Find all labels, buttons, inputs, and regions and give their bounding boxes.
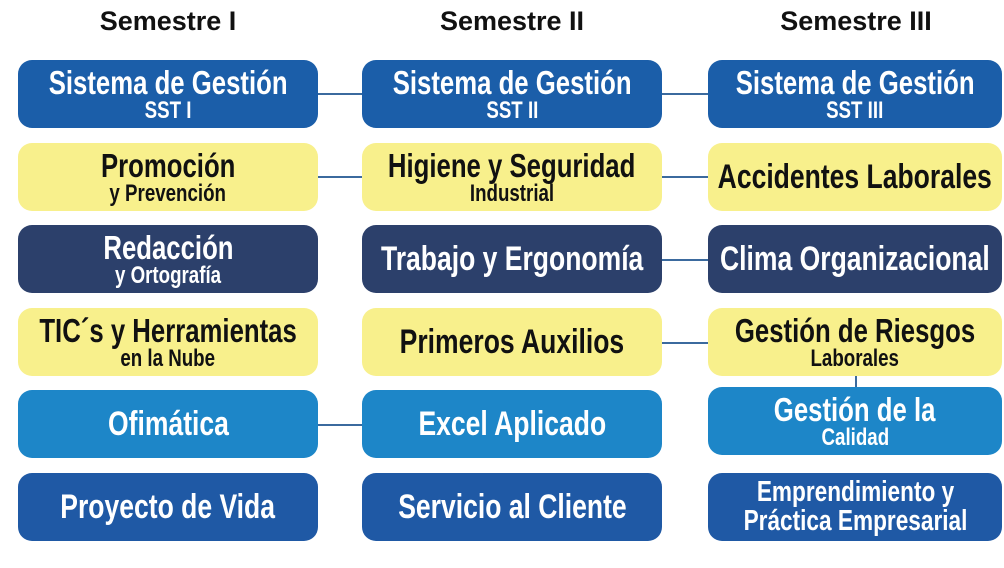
course-title: Proyecto de Vida	[60, 488, 276, 526]
connector	[318, 176, 362, 178]
course-servicio-cliente: Servicio al Cliente	[362, 473, 662, 541]
course-title: TIC´s y Herramientas	[39, 311, 297, 349]
course-proyecto-vida: Proyecto de Vida	[18, 473, 318, 541]
connector	[662, 259, 708, 261]
header-semestre-1: Semestre I	[99, 6, 237, 36]
course-title: Sistema de Gestión	[735, 63, 975, 101]
course-title: Emprendimiento y	[756, 476, 954, 508]
course-ofimatica: Ofimática	[18, 390, 318, 458]
connector	[855, 376, 857, 388]
course-subtitle: SST I	[144, 96, 192, 124]
header-semestre-2: Semestre II	[439, 6, 585, 36]
connector	[318, 424, 362, 426]
header-semestre-3: Semestre III	[780, 6, 932, 36]
course-title: Promoción	[100, 146, 236, 184]
course-subtitle: Industrial	[469, 179, 555, 207]
course-title: Clima Organizacional	[720, 240, 990, 278]
course-title: Ofimática	[107, 405, 229, 443]
course-title: Redacción	[102, 228, 234, 266]
connector	[662, 342, 708, 344]
course-subtitle: Práctica Empresarial	[743, 505, 967, 537]
course-title: Excel Aplicado	[418, 405, 606, 443]
course-subtitle: en la Nube	[120, 344, 216, 372]
course-title: Sistema de Gestión	[48, 63, 288, 101]
course-title: Gestión de la	[774, 390, 936, 428]
connector	[662, 176, 708, 178]
course-title: Sistema de Gestión	[392, 63, 632, 101]
connector	[662, 93, 708, 95]
connector	[318, 93, 362, 95]
course-subtitle: y Prevención	[109, 179, 227, 207]
course-ergonomia: Trabajo y Ergonomía	[362, 225, 662, 293]
course-title: Trabajo y Ergonomía	[380, 240, 644, 278]
course-subtitle: Calidad	[821, 423, 889, 451]
course-title: Primeros Auxilios	[399, 323, 625, 361]
course-excel: Excel Aplicado	[362, 390, 662, 458]
course-subtitle: SST III	[826, 96, 884, 124]
course-title: Accidentes Laborales	[717, 158, 993, 196]
course-subtitle: y Ortografía	[114, 261, 222, 289]
course-title: Servicio al Cliente	[397, 488, 627, 526]
course-subtitle: SST II	[485, 96, 539, 124]
course-primeros-auxilios: Primeros Auxilios	[362, 308, 662, 376]
course-title: Gestión de Riesgos	[734, 311, 976, 349]
course-subtitle: Laborales	[810, 344, 900, 372]
course-title: Higiene y Seguridad	[388, 146, 636, 184]
course-clima: Clima Organizacional	[708, 225, 1002, 293]
course-accidentes: Accidentes Laborales	[708, 143, 1002, 211]
